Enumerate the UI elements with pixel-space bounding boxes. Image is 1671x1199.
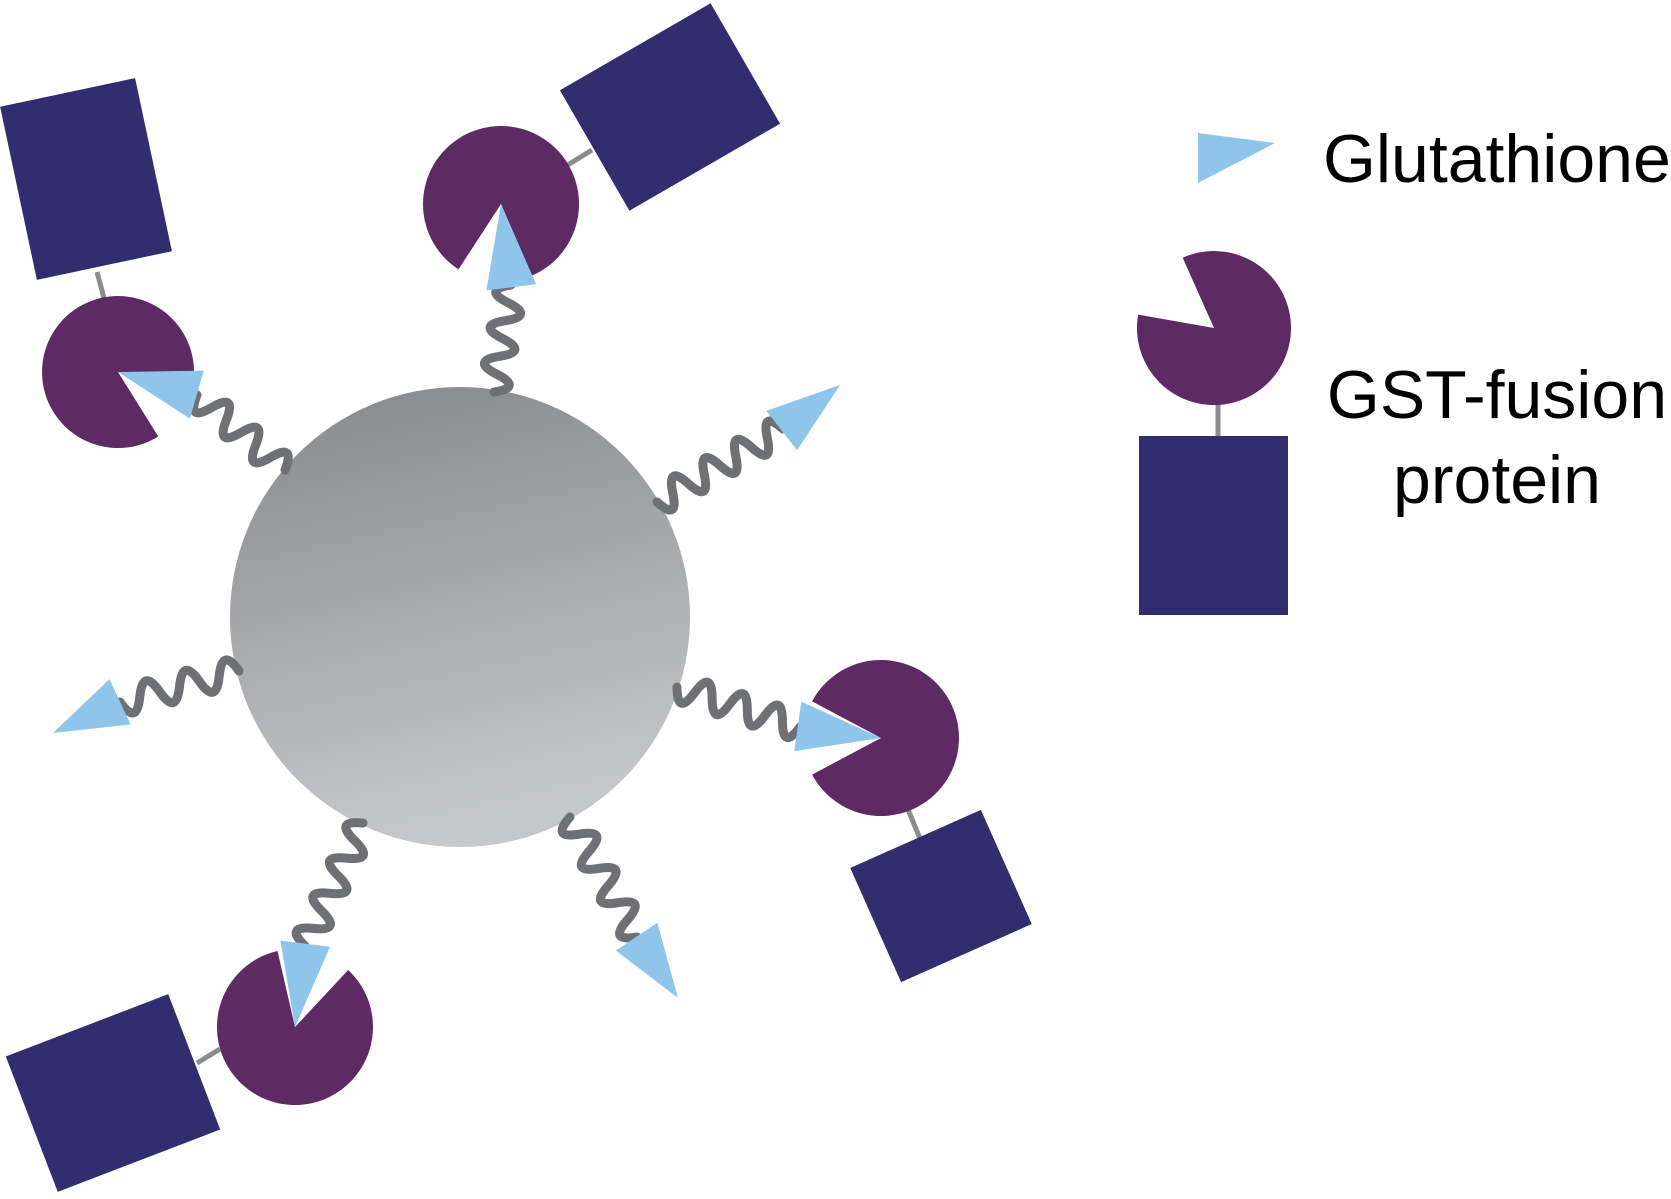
gst-pacman-icon <box>1137 251 1292 406</box>
gst-fusion-protein <box>423 3 781 291</box>
legend-label-glutathione: Glutathione <box>1323 121 1671 197</box>
gst-fusion-protein <box>794 660 1032 983</box>
linkers-layer <box>115 280 805 951</box>
connector-line <box>195 1046 222 1066</box>
legend-gst-fusion-icon <box>1137 251 1292 615</box>
connector-line <box>904 806 924 842</box>
linker-squiggle-icon <box>479 280 526 397</box>
gst-fusion-protein <box>5 940 373 1192</box>
linker-squiggle-icon <box>291 818 368 951</box>
glutathione-triangle-icon <box>615 922 678 998</box>
gst-pacman-icon <box>42 296 195 449</box>
bound-glutathione-triangle-icon <box>118 370 204 419</box>
linker-squiggle-icon <box>189 390 293 475</box>
fusion-protein-square-icon <box>850 809 1032 983</box>
gst-fusion-layer <box>0 3 1032 1192</box>
free-glutathione-layer <box>53 385 840 998</box>
legend-label-gst-line2: protein <box>1393 442 1601 518</box>
connector-line <box>564 147 594 169</box>
glutathione-triangle-icon <box>766 385 840 451</box>
gst-pacman-icon <box>812 660 959 816</box>
connector-line <box>94 271 107 299</box>
fusion-protein-square-icon <box>0 78 172 280</box>
gst-fusion-protein <box>0 78 204 449</box>
fusion-protein-square-icon <box>559 3 781 211</box>
bead-sphere-icon <box>230 387 690 847</box>
legend-label-gst-line1: GST-fusion <box>1327 357 1667 433</box>
bound-glutathione-triangle-icon <box>486 204 537 291</box>
linker-squiggle-icon <box>115 655 244 718</box>
gst-pacman-icon <box>216 951 373 1106</box>
legend: Glutathione GST-fusion protein <box>1137 121 1671 615</box>
linker-squiggle-icon <box>652 416 788 515</box>
glutathione-triangle-icon <box>1198 133 1275 183</box>
glutathione-triangle-icon <box>53 679 131 733</box>
bound-glutathione-triangle-icon <box>794 701 881 752</box>
bound-glutathione-triangle-icon <box>280 940 331 1027</box>
fusion-protein-square-icon <box>1139 436 1288 615</box>
linker-squiggle-icon <box>557 812 642 943</box>
fusion-protein-square-icon <box>5 994 221 1192</box>
linker-squiggle-icon <box>672 677 805 742</box>
gst-pacman-icon <box>423 126 580 276</box>
